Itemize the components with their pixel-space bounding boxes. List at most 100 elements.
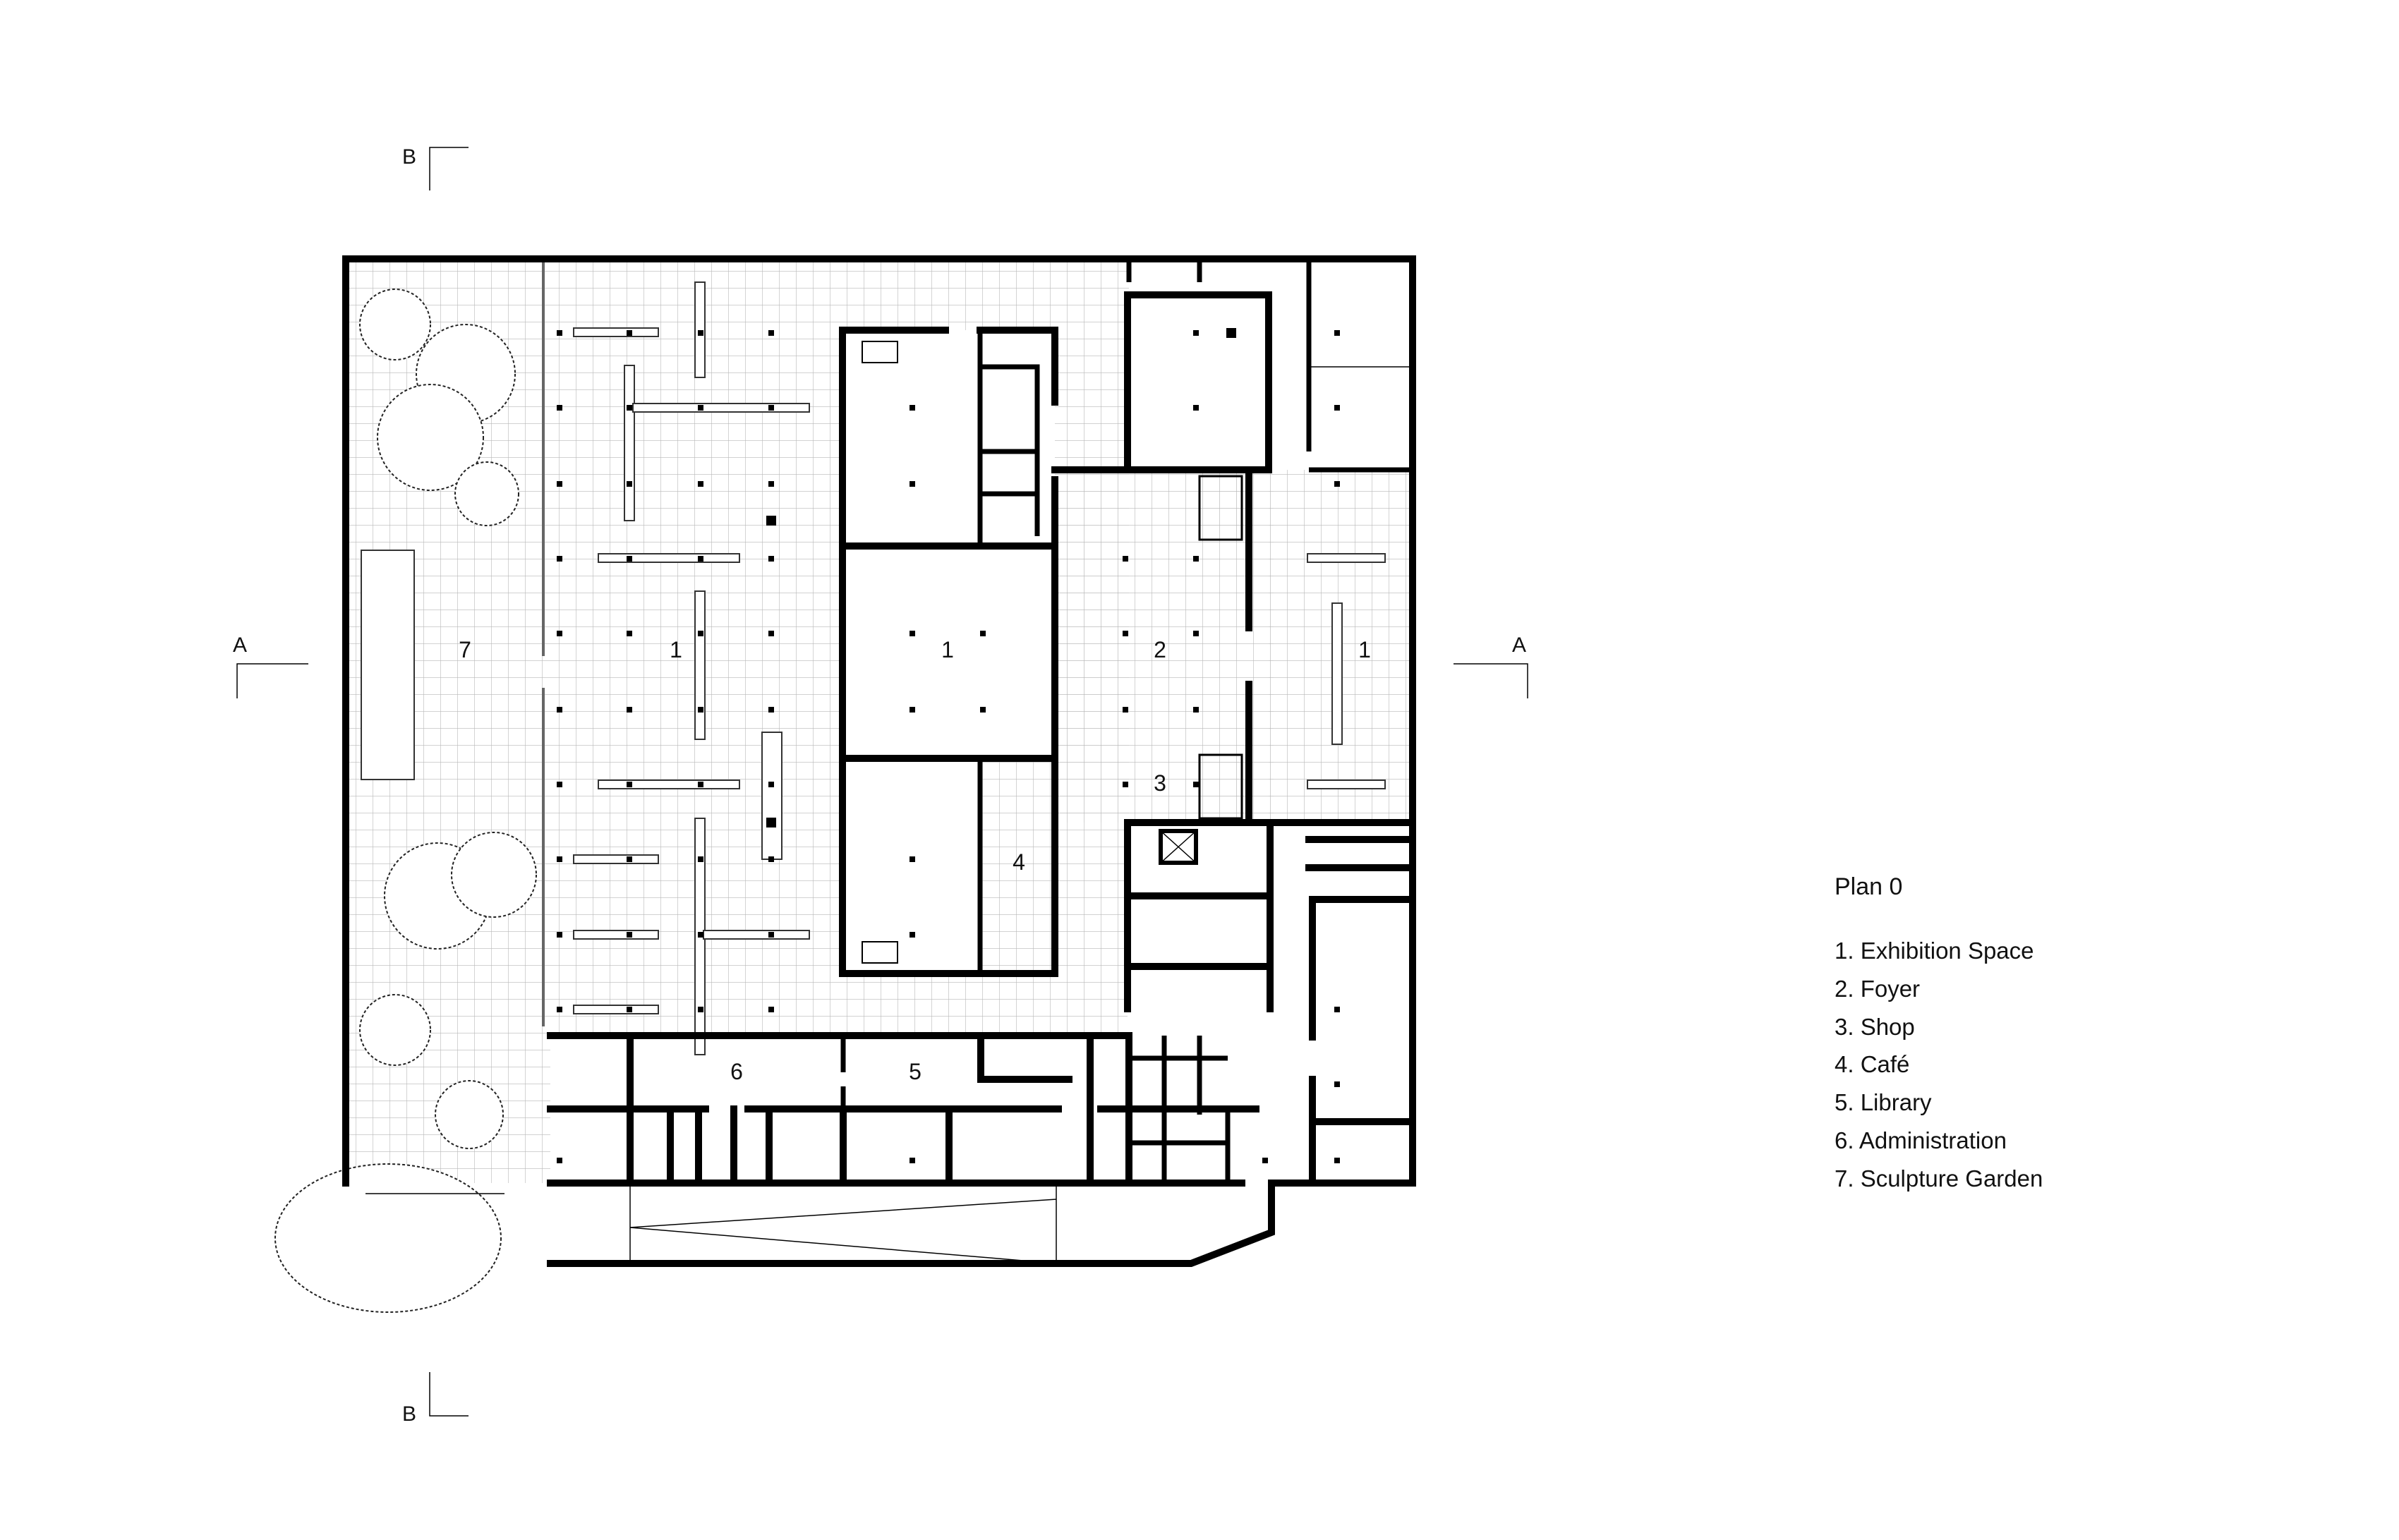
column xyxy=(557,856,562,862)
column xyxy=(557,1158,562,1163)
column xyxy=(557,631,562,636)
column xyxy=(768,1007,774,1012)
tree-icon xyxy=(359,289,431,360)
column xyxy=(1193,330,1199,336)
column xyxy=(1193,631,1199,636)
column xyxy=(627,707,632,713)
legend-item: 2. Foyer xyxy=(1835,975,1921,1002)
tree-icon xyxy=(451,832,537,918)
column xyxy=(1334,1158,1340,1163)
structural-columns xyxy=(557,328,1340,1163)
room-label-gallery-west: 1 xyxy=(670,637,682,662)
plinth xyxy=(361,550,415,780)
column xyxy=(557,782,562,787)
room-label-foyer: 2 xyxy=(1154,637,1166,662)
column xyxy=(627,782,632,787)
column xyxy=(698,782,703,787)
column xyxy=(1334,330,1340,336)
legend-item: 7. Sculpture Garden xyxy=(1835,1165,2043,1192)
column xyxy=(698,856,703,862)
legend-item: 5. Library xyxy=(1835,1089,1932,1116)
column xyxy=(1334,481,1340,487)
column xyxy=(1334,1007,1340,1012)
column xyxy=(768,481,774,487)
tree-icon xyxy=(454,461,519,526)
column xyxy=(768,856,774,862)
room-label-administration: 6 xyxy=(730,1059,743,1084)
room-labels: 7 1 1 2 1 3 4 6 5 xyxy=(459,637,1371,1084)
column xyxy=(698,932,703,938)
section-a-left-label: A xyxy=(233,633,247,657)
column xyxy=(766,516,776,526)
column xyxy=(910,932,915,938)
column xyxy=(557,556,562,562)
column xyxy=(698,1007,703,1012)
column xyxy=(698,707,703,713)
column xyxy=(768,932,774,938)
column xyxy=(1226,328,1236,338)
column xyxy=(768,405,774,411)
column xyxy=(557,405,562,411)
legend: Plan 0 1. Exhibition Space 2. Foyer 3. S… xyxy=(1835,873,2043,1198)
column xyxy=(557,932,562,938)
column xyxy=(1193,707,1199,713)
column xyxy=(698,631,703,636)
sculpture-garden xyxy=(274,259,545,1313)
column xyxy=(627,405,632,411)
column xyxy=(627,932,632,938)
legend-item: 1. Exhibition Space xyxy=(1835,938,2034,964)
column xyxy=(910,405,915,411)
legend-item: 3. Shop xyxy=(1835,1013,1915,1040)
section-b-bottom-label: B xyxy=(402,1402,416,1426)
column xyxy=(1123,782,1128,787)
column xyxy=(768,707,774,713)
column xyxy=(557,481,562,487)
section-markers: A A B B xyxy=(233,145,1528,1426)
column xyxy=(1334,405,1340,411)
column xyxy=(910,1158,915,1163)
section-a-right-label: A xyxy=(1512,633,1526,657)
column xyxy=(698,405,703,411)
walls xyxy=(342,255,1416,1267)
tree-icon xyxy=(274,1163,502,1313)
tree-icon xyxy=(435,1080,504,1149)
legend-item: 4. Café xyxy=(1835,1051,1910,1078)
column xyxy=(557,330,562,336)
column xyxy=(627,481,632,487)
column xyxy=(1123,556,1128,562)
column xyxy=(1193,782,1199,787)
column xyxy=(1123,631,1128,636)
column xyxy=(627,1007,632,1012)
column xyxy=(766,818,776,827)
room-label-shop: 3 xyxy=(1154,770,1166,796)
room-label-garden: 7 xyxy=(459,637,471,662)
column xyxy=(980,707,986,713)
column xyxy=(1334,1081,1340,1087)
section-b-top-label: B xyxy=(402,145,416,169)
column xyxy=(910,856,915,862)
legend-item: 6. Administration xyxy=(1835,1127,2007,1153)
column xyxy=(627,856,632,862)
room-label-cafe: 4 xyxy=(1013,849,1025,875)
column xyxy=(627,631,632,636)
column xyxy=(910,707,915,713)
room-label-gallery-center: 1 xyxy=(941,637,954,662)
column xyxy=(557,1007,562,1012)
column xyxy=(627,330,632,336)
column xyxy=(768,556,774,562)
column xyxy=(1123,707,1128,713)
room-label-library: 5 xyxy=(909,1059,921,1084)
plan-title: Plan 0 xyxy=(1835,873,1903,900)
column xyxy=(698,481,703,487)
column xyxy=(698,556,703,562)
column xyxy=(910,481,915,487)
column xyxy=(557,707,562,713)
room-label-gallery-east: 1 xyxy=(1358,637,1371,662)
tree-icon xyxy=(377,384,484,491)
column xyxy=(1262,1158,1268,1163)
column xyxy=(627,556,632,562)
exhibition-panels xyxy=(573,281,1386,1055)
column xyxy=(1193,405,1199,411)
column xyxy=(768,330,774,336)
